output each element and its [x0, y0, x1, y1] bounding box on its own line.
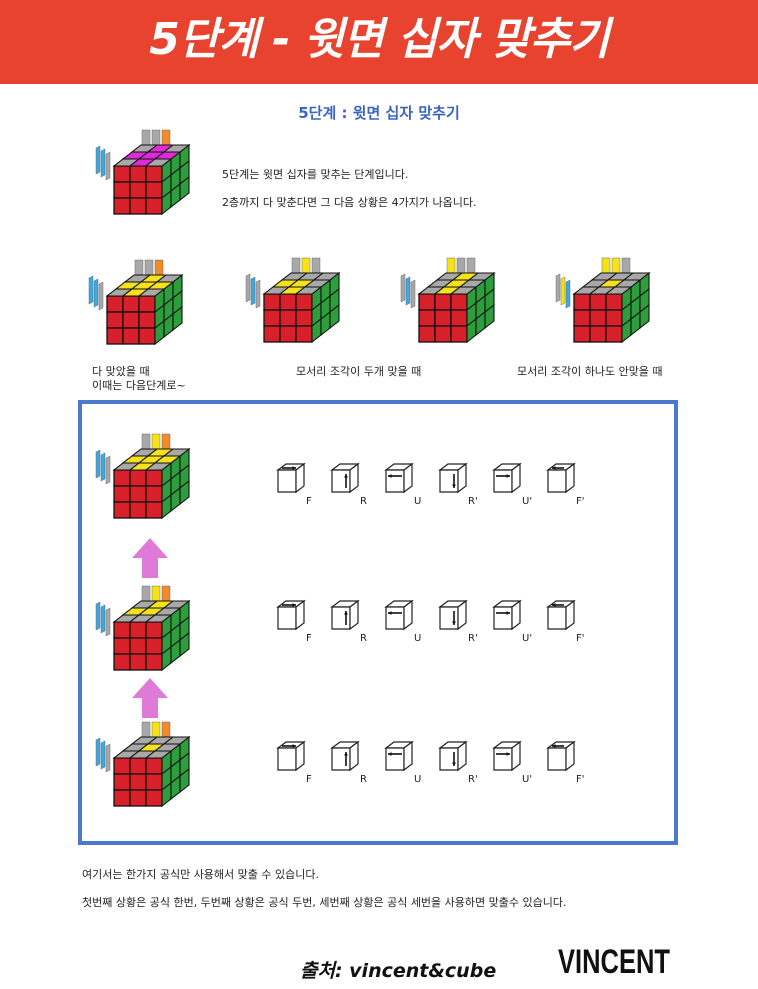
- intro-line-1: 5단계는 윗면 십자를 맞추는 단계입니다.: [222, 168, 409, 181]
- solution-cube-bottom: [95, 721, 191, 808]
- case-cube-1: [88, 259, 184, 346]
- solution-frame: [78, 400, 678, 845]
- move-label: F: [306, 633, 312, 644]
- move-label: R': [468, 633, 478, 644]
- move-label: F': [576, 633, 585, 644]
- solution-cube-top: [95, 433, 191, 520]
- move-label: U': [522, 633, 533, 644]
- note-line-1: 여기서는 한가지 공식만 사용해서 맞출 수 있습니다.: [82, 868, 319, 881]
- up-arrow-icon: [132, 538, 168, 578]
- section-subtitle: 5단계 : 윗면 십자 맞추기: [298, 104, 460, 122]
- title-banner: 5단계 - 윗면 십자 맞추기: [0, 0, 758, 84]
- move-cube-icon: [492, 599, 522, 631]
- move-label: U': [522, 496, 533, 507]
- solution-cube-middle: [95, 585, 191, 672]
- case-1-caption-line-2: 이때는 다음단계로~: [92, 379, 186, 392]
- case-2-caption: 모서리 조각이 두개 맞을 때: [296, 365, 422, 378]
- move-label: U: [414, 633, 422, 644]
- move-label: R': [468, 496, 478, 507]
- move-cube-icon: [546, 462, 576, 494]
- logo-lettering: VINCENT: [558, 943, 670, 977]
- move-label: F: [306, 496, 312, 507]
- move-label: U': [522, 774, 533, 785]
- move-cube-icon: [546, 599, 576, 631]
- move-cube-icon: [384, 462, 414, 494]
- vincent-logo: VINCENT: [558, 943, 670, 977]
- move-cube-icon: [384, 740, 414, 772]
- move-label: R': [468, 774, 478, 785]
- move-label: F': [576, 774, 585, 785]
- move-cube-icon: [492, 740, 522, 772]
- move-label: U: [414, 774, 422, 785]
- case-cube-4: [555, 257, 651, 344]
- move-cube-icon: [276, 740, 306, 772]
- move-cube-icon: [330, 462, 360, 494]
- move-cube-icon: [546, 740, 576, 772]
- move-cube-icon: [276, 599, 306, 631]
- move-cube-icon: [330, 599, 360, 631]
- banner-title: 5단계 - 윗면 십자 맞추기: [149, 14, 609, 65]
- move-cube-icon: [384, 599, 414, 631]
- intro-line-2: 2층까지 다 맞춘다면 그 다음 상황은 4가지가 나옵니다.: [222, 196, 477, 209]
- move-cube-icon: [492, 462, 522, 494]
- move-label: F': [576, 496, 585, 507]
- move-cube-icon: [438, 599, 468, 631]
- move-label: U: [414, 496, 422, 507]
- intro-cube-illustration: [95, 129, 191, 216]
- note-line-2: 첫번째 상황은 공식 한번, 두번째 상황은 공식 두번, 세번째 상황은 공식…: [82, 896, 567, 909]
- move-cube-icon: [438, 462, 468, 494]
- case-4-caption: 모서리 조각이 하나도 안맞을 때: [517, 365, 663, 378]
- move-cube-icon: [330, 740, 360, 772]
- case-cube-3: [400, 257, 496, 344]
- up-arrow-icon: [132, 678, 168, 718]
- source-credit: 출처: vincent&cube: [300, 960, 497, 982]
- case-cube-2: [245, 257, 341, 344]
- move-label: R: [360, 774, 367, 785]
- move-label: R: [360, 633, 367, 644]
- move-label: R: [360, 496, 367, 507]
- move-label: F: [306, 774, 312, 785]
- case-1-caption-line-1: 다 맞았을 때: [92, 365, 150, 378]
- move-cube-icon: [276, 462, 306, 494]
- move-cube-icon: [438, 740, 468, 772]
